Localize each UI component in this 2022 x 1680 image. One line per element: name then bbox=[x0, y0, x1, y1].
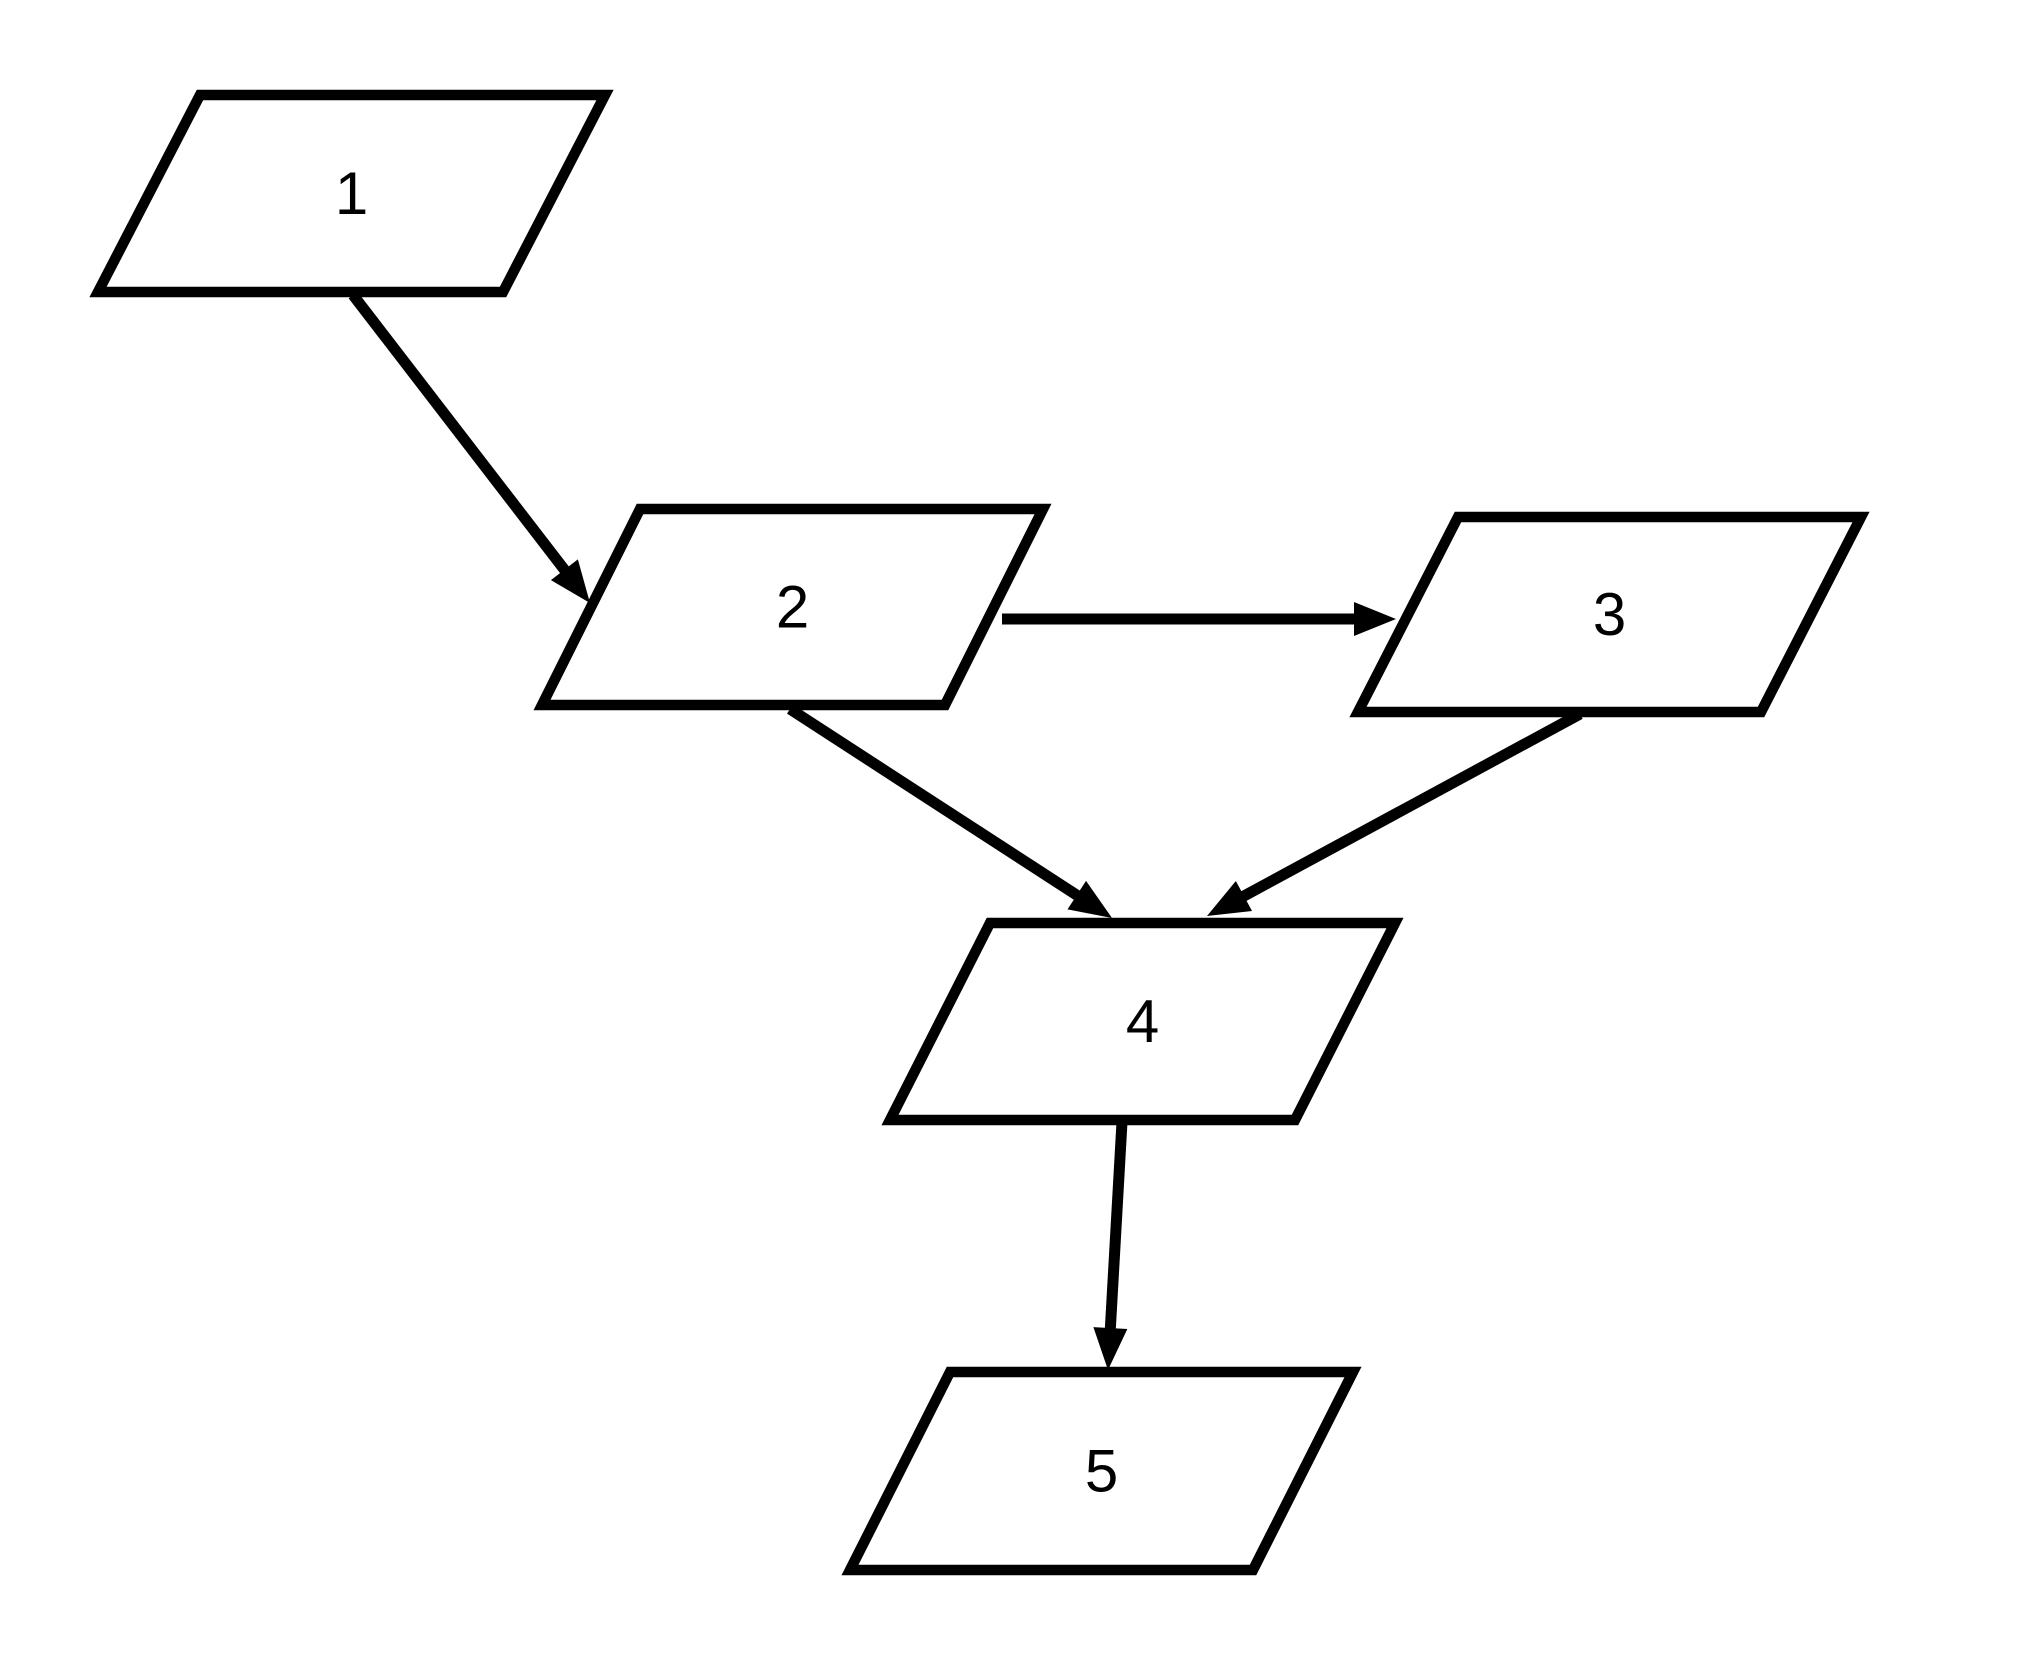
edge-3-to-4[interactable] bbox=[1207, 709, 1583, 916]
node-5-label: 5 bbox=[1085, 1438, 1118, 1505]
edge-4-to-5[interactable] bbox=[1093, 1121, 1128, 1370]
arrowhead-icon bbox=[1207, 881, 1253, 916]
node-3[interactable]: 3 bbox=[1349, 511, 1870, 718]
edge-1-to-2[interactable] bbox=[348, 291, 590, 603]
node-4-label: 4 bbox=[1126, 988, 1159, 1055]
node-3-shape bbox=[1349, 511, 1870, 718]
arrowhead-icon bbox=[1067, 880, 1112, 918]
node-1-label: 1 bbox=[335, 160, 368, 227]
node-4-shape bbox=[881, 917, 1404, 1126]
node-5-shape bbox=[841, 1366, 1362, 1576]
node-2-shape bbox=[533, 503, 1052, 711]
edge-2-to-3[interactable] bbox=[1002, 602, 1396, 636]
node-2[interactable]: 2 bbox=[533, 503, 1052, 711]
node-5[interactable]: 5 bbox=[841, 1366, 1362, 1576]
node-1[interactable]: 1 bbox=[89, 89, 614, 298]
node-2-label: 2 bbox=[776, 574, 809, 641]
edge-2-to-4[interactable] bbox=[787, 704, 1112, 918]
connector-line-2-4 bbox=[787, 704, 1094, 909]
arrowhead-icon bbox=[550, 559, 590, 603]
arrowhead-icon bbox=[1093, 1327, 1128, 1370]
arrowhead-icon bbox=[1354, 602, 1396, 636]
connector-line-1-2 bbox=[348, 291, 579, 587]
node-1-shape bbox=[89, 89, 614, 298]
node-4[interactable]: 4 bbox=[881, 917, 1404, 1126]
node-3-label: 3 bbox=[1593, 581, 1626, 648]
connector-line-3-4 bbox=[1226, 709, 1583, 909]
connector-line-4-5 bbox=[1103, 1121, 1128, 1346]
